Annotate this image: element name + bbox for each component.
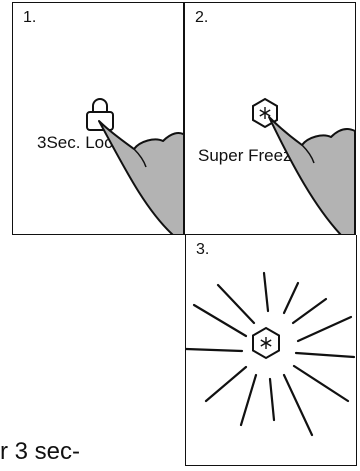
- flash-burst-lines: [186, 271, 356, 437]
- step-3-panel: 3.: [185, 235, 357, 466]
- padlock-icon: [86, 98, 114, 131]
- step-1-illustration: [86, 98, 183, 234]
- panel-caption: 3Sec. Lock: [37, 133, 122, 152]
- step-number: 3.: [196, 241, 210, 258]
- pointing-hand-icon: [98, 120, 183, 234]
- step-number: 1.: [23, 9, 37, 26]
- panel-caption: Super Freeze: [198, 146, 301, 165]
- body-text-fragment: r 3 sec-: [0, 438, 81, 465]
- pointing-hand-icon: [268, 116, 355, 234]
- step-2-illustration: [252, 97, 355, 234]
- step-1-panel: 1. 3Sec. Lock: [12, 2, 184, 235]
- step-2-panel: 2. Super Freeze: [184, 2, 356, 235]
- snowflake-hexagon-icon: [252, 326, 280, 360]
- step-3-illustration: [186, 271, 356, 437]
- step-number: 2.: [195, 9, 209, 26]
